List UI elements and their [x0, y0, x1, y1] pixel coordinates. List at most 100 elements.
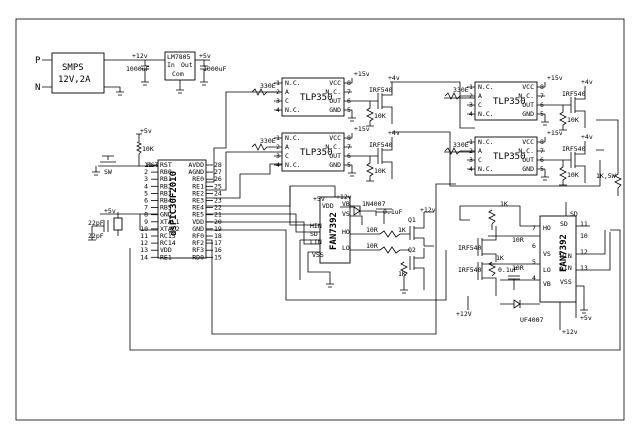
reg-com: Com: [172, 70, 184, 78]
opto-plus4: +4v: [581, 78, 593, 86]
opto-mosfet: IRF540: [369, 86, 393, 94]
rd-pin-vss: VSS: [560, 278, 572, 286]
dspic-right-pin: VDD: [192, 218, 204, 226]
tlp350-chip: [281, 77, 345, 117]
rd-plus5: +5v: [580, 314, 592, 322]
dspic-left-pin: RB4: [160, 197, 172, 205]
rd-num-5: 5: [532, 258, 536, 266]
opto-right-pin: OUT: [329, 97, 341, 105]
interconnects: [129, 81, 621, 351]
dspic-right-num: 18: [214, 232, 222, 240]
fan-pin-vss: VSS: [312, 251, 324, 259]
rd-pin-sd: SD: [560, 220, 568, 228]
rd-diode: UF4007: [520, 316, 544, 324]
opto-left-pin: C: [285, 152, 289, 160]
opto-left-pin: N.C.: [285, 106, 301, 114]
dspic-plus5: +5v: [140, 127, 152, 135]
power-section: P N SMPS 12V,2A +12v 1000uF LM7805 In Ou…: [35, 51, 227, 96]
opto-right-pin: N.C.: [518, 92, 534, 100]
opto-left-pin: C: [285, 97, 289, 105]
q1-label: Q1: [408, 216, 416, 224]
q2-r1k: 1K: [398, 270, 406, 278]
dspic-left-num: 11: [140, 232, 148, 240]
rd-pin-vs: VS: [543, 250, 551, 258]
opto-left-pin: C: [478, 101, 482, 109]
dspic-right-num: 16: [214, 246, 222, 254]
dspic-right-pin: RE2: [192, 189, 204, 197]
crystal: [113, 217, 123, 231]
tlp350-name: TLP350: [300, 93, 333, 103]
smps-title: SMPS: [62, 63, 84, 73]
fan7392-middle: FAN7392 +5v +12v VDD HIN SD LIN VSS VB V…: [289, 185, 436, 294]
fan-pin-lin: LIN: [310, 238, 322, 246]
dspic-left-pin: RE1: [160, 253, 172, 261]
opto-vcc: +15v: [354, 70, 370, 78]
rd-num-4: 4: [532, 274, 536, 282]
dspic-right-num: 28: [214, 161, 222, 169]
opto-right-pin: VCC: [522, 83, 534, 91]
dspic-left-num: 3: [144, 175, 148, 183]
dspic-left-pin: RB5: [160, 204, 172, 212]
opto-input-resistor: 330E: [453, 86, 469, 94]
fan-plus5: +5v: [313, 195, 325, 203]
dspic-left-num: 14: [140, 253, 148, 261]
opto-left-pin: A: [285, 88, 289, 96]
opto-mosfet: IRF540: [562, 90, 586, 98]
dspic-right-pin: RE3: [192, 197, 204, 205]
cap-in-label: 1000uF: [126, 65, 150, 73]
opto-left-pin: N.C.: [478, 110, 494, 118]
opto-left-pin: N.C.: [285, 134, 301, 142]
reg-name: LM7805: [167, 53, 191, 61]
opto-gate-resistor: 10K: [374, 167, 386, 175]
opto-plus4: +4v: [388, 74, 400, 82]
tlp350-chip: [474, 136, 538, 176]
opto-left-pin: C: [478, 156, 482, 164]
tlp350-name: TLP350: [300, 148, 333, 158]
opto-input-resistor: 330E: [260, 82, 276, 90]
opto-gate-resistor: 10K: [567, 171, 579, 179]
dspic-chip: [157, 159, 207, 259]
reset-switch: SW: [104, 168, 112, 176]
opto-left-pin: N.C.: [478, 83, 494, 91]
dspic-left-num: 8: [144, 211, 148, 219]
rd-num-7: 7: [532, 224, 536, 232]
fan-diode: 1N4007: [362, 200, 386, 208]
dspic-left-pin: GND: [160, 211, 172, 219]
p-label: P: [35, 56, 41, 66]
rd-pin-ho: HO: [543, 224, 551, 232]
fan-pin-hin: HIN: [310, 222, 322, 230]
opto-plus4: +4v: [581, 133, 593, 141]
dspic-right-num: 27: [214, 168, 222, 176]
dspic-left-pin: RB1: [160, 175, 172, 183]
fan-r10b: 10R: [366, 242, 378, 250]
smps-rating: 12V,2A: [58, 75, 91, 85]
dspic-right-num: 26: [214, 175, 222, 183]
dspic-left-num: 1: [144, 161, 148, 169]
dspic-right-num: 25: [214, 182, 222, 190]
opto-left-pin: A: [285, 143, 289, 151]
opto-right-pin: OUT: [522, 101, 534, 109]
rd-r10b: 10R: [512, 264, 524, 272]
dspic-right-num: 15: [214, 253, 222, 261]
opto-plus4: +4v: [388, 129, 400, 137]
rd-sd-top: SD: [570, 210, 578, 218]
rd-mosfet-1: IRF540: [458, 244, 482, 252]
dspic-right-pin: RE1: [192, 182, 204, 190]
fan7392-name-right: FAN7392: [559, 234, 569, 272]
left-plus5: +5v: [104, 207, 116, 215]
opto-right-pin: OUT: [522, 156, 534, 164]
opto-input-resistor: 330E: [260, 137, 276, 145]
dspic-right-num: 17: [214, 239, 222, 247]
dspic-left-num: 9: [144, 218, 148, 226]
opto-input-resistor: 330E: [453, 141, 469, 149]
dspic-left-pin: RB2: [160, 182, 172, 190]
dspic-right-num: 19: [214, 225, 222, 233]
opto-gate-resistor: 10K: [567, 116, 579, 124]
rd-r1kb: 1K: [496, 254, 504, 262]
fan-pin-ho: HO: [342, 228, 350, 236]
dspic-right-pin: AGND: [188, 168, 204, 176]
